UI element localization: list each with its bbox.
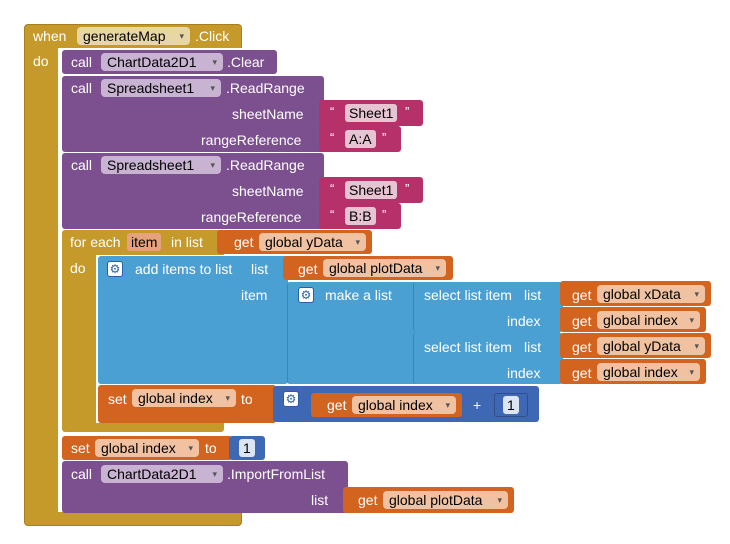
setinit-set-label: set bbox=[71, 440, 90, 456]
clear-call-label: call bbox=[71, 54, 93, 70]
setinc-var-dropdown[interactable]: global index ▾ bbox=[132, 389, 236, 407]
chevron-down-icon: ▾ bbox=[689, 367, 694, 377]
math-op-label: + bbox=[473, 397, 482, 413]
xdata-var-dropdown[interactable]: global xData ▾ bbox=[597, 285, 705, 303]
ydata-var-dropdown[interactable]: global yData ▾ bbox=[259, 233, 366, 251]
select1-index-label: index bbox=[507, 313, 541, 329]
clear-method-label: .Clear bbox=[227, 54, 265, 70]
readrange2-sheetname-label: sheetName bbox=[232, 183, 304, 199]
event-do-label: do bbox=[33, 53, 49, 69]
chevron-down-icon: ▾ bbox=[445, 400, 450, 410]
math-gear-icon[interactable]: ⚙ bbox=[283, 391, 299, 407]
get-label: get bbox=[327, 397, 347, 413]
plotdata2-var-dropdown[interactable]: global plotData ▾ bbox=[383, 491, 508, 509]
quote-close-icon: ” bbox=[405, 181, 410, 196]
import-list-label: list bbox=[311, 492, 329, 508]
setinc-to-label: to bbox=[241, 391, 253, 407]
get-label: get bbox=[572, 313, 592, 329]
ydata2-var-dropdown[interactable]: global yData ▾ bbox=[597, 337, 705, 355]
text-value-aa[interactable]: A:A bbox=[345, 130, 376, 148]
readrange1-method-label: .ReadRange bbox=[226, 80, 305, 96]
select1-list-label: list bbox=[524, 287, 542, 303]
chevron-down-icon: ▾ bbox=[212, 469, 217, 479]
chevron-down-icon: ▾ bbox=[188, 443, 193, 453]
quote-open-icon: “ bbox=[330, 181, 335, 196]
clear-component-dropdown[interactable]: ChartData2D1 ▾ bbox=[101, 53, 223, 71]
select2-label: select list item bbox=[424, 339, 512, 355]
quote-open-icon: “ bbox=[330, 104, 335, 119]
chevron-down-icon: ▾ bbox=[694, 289, 699, 299]
get-label: get bbox=[572, 287, 592, 303]
chevron-down-icon: ▾ bbox=[694, 341, 699, 351]
event-component-dropdown[interactable]: generateMap ▾ bbox=[77, 27, 190, 45]
get-label: get bbox=[358, 492, 378, 508]
chevron-down-icon: ▾ bbox=[210, 83, 215, 93]
get-label: get bbox=[298, 261, 318, 277]
import-call-label: call bbox=[71, 466, 93, 482]
foreach-do-label: do bbox=[70, 260, 86, 276]
chevron-down-icon: ▾ bbox=[497, 495, 502, 505]
setinc-set-label: set bbox=[108, 391, 127, 407]
readrange2-component-dropdown[interactable]: Spreadsheet1 ▾ bbox=[101, 156, 221, 174]
index2-var-dropdown[interactable]: global index ▾ bbox=[597, 363, 700, 381]
text-value-sheet1-b[interactable]: Sheet1 bbox=[345, 181, 398, 199]
readrange1-component-dropdown[interactable]: Spreadsheet1 ▾ bbox=[101, 79, 221, 97]
readrange1-sheetname-label: sheetName bbox=[232, 106, 304, 122]
additems-gear-icon[interactable]: ⚙ bbox=[107, 261, 123, 277]
get-label: get bbox=[572, 365, 592, 381]
readrange2-rangeref-label: rangeReference bbox=[201, 209, 302, 225]
chevron-down-icon: ▾ bbox=[435, 263, 440, 273]
quote-close-icon: ” bbox=[382, 130, 387, 145]
select1-label: select list item bbox=[424, 287, 512, 303]
makelist-label: make a list bbox=[325, 287, 392, 303]
readrange1-rangeref-label: rangeReference bbox=[201, 132, 302, 148]
chevron-down-icon: ▾ bbox=[689, 315, 694, 325]
quote-close-icon: ” bbox=[382, 207, 387, 222]
event-name-label: .Click bbox=[195, 28, 230, 44]
text-value-bb[interactable]: B:B bbox=[345, 207, 376, 225]
plotdata-var-dropdown[interactable]: global plotData ▾ bbox=[323, 259, 446, 277]
chevron-down-icon: ▾ bbox=[212, 57, 217, 67]
foreach-var-pill[interactable]: item bbox=[127, 233, 162, 251]
number-value-init[interactable]: 1 bbox=[239, 439, 255, 457]
additems-label: add items to list bbox=[135, 261, 233, 277]
additems-item-label: item bbox=[241, 287, 268, 303]
readrange2-call-label: call bbox=[71, 157, 93, 173]
select2-index-label: index bbox=[507, 365, 541, 381]
readrange1-call-label: call bbox=[71, 80, 93, 96]
foreach-label: for each bbox=[70, 234, 121, 250]
additems-block[interactable] bbox=[98, 256, 288, 384]
quote-close-icon: ” bbox=[405, 104, 410, 119]
makelist-gear-icon[interactable]: ⚙ bbox=[298, 287, 314, 303]
quote-open-icon: “ bbox=[330, 207, 335, 222]
index3-var-dropdown[interactable]: global index ▾ bbox=[352, 396, 456, 414]
chevron-down-icon: ▾ bbox=[210, 160, 215, 170]
import-component-dropdown[interactable]: ChartData2D1 ▾ bbox=[101, 465, 223, 483]
readrange2-method-label: .ReadRange bbox=[226, 157, 305, 173]
foreach-inlist-label: in list bbox=[171, 234, 203, 250]
select2-block[interactable] bbox=[413, 333, 563, 384]
setinit-var-dropdown[interactable]: global index ▾ bbox=[95, 439, 199, 457]
event-when-label: when bbox=[33, 28, 67, 44]
import-method-label: .ImportFromList bbox=[227, 466, 326, 482]
chevron-down-icon: ▾ bbox=[225, 393, 230, 403]
chevron-down-icon: ▾ bbox=[179, 31, 184, 41]
setinit-to-label: to bbox=[205, 440, 217, 456]
get-label: get bbox=[572, 339, 592, 355]
chevron-down-icon: ▾ bbox=[355, 237, 360, 247]
number-value-inc[interactable]: 1 bbox=[503, 396, 519, 414]
select1-block[interactable] bbox=[413, 282, 563, 332]
index-var-dropdown[interactable]: global index ▾ bbox=[597, 311, 700, 329]
text-value-sheet1-a[interactable]: Sheet1 bbox=[345, 104, 398, 122]
select2-list-label: list bbox=[524, 339, 542, 355]
quote-open-icon: “ bbox=[330, 130, 335, 145]
get-label: get bbox=[234, 234, 254, 250]
additems-list-label: list bbox=[251, 261, 269, 277]
